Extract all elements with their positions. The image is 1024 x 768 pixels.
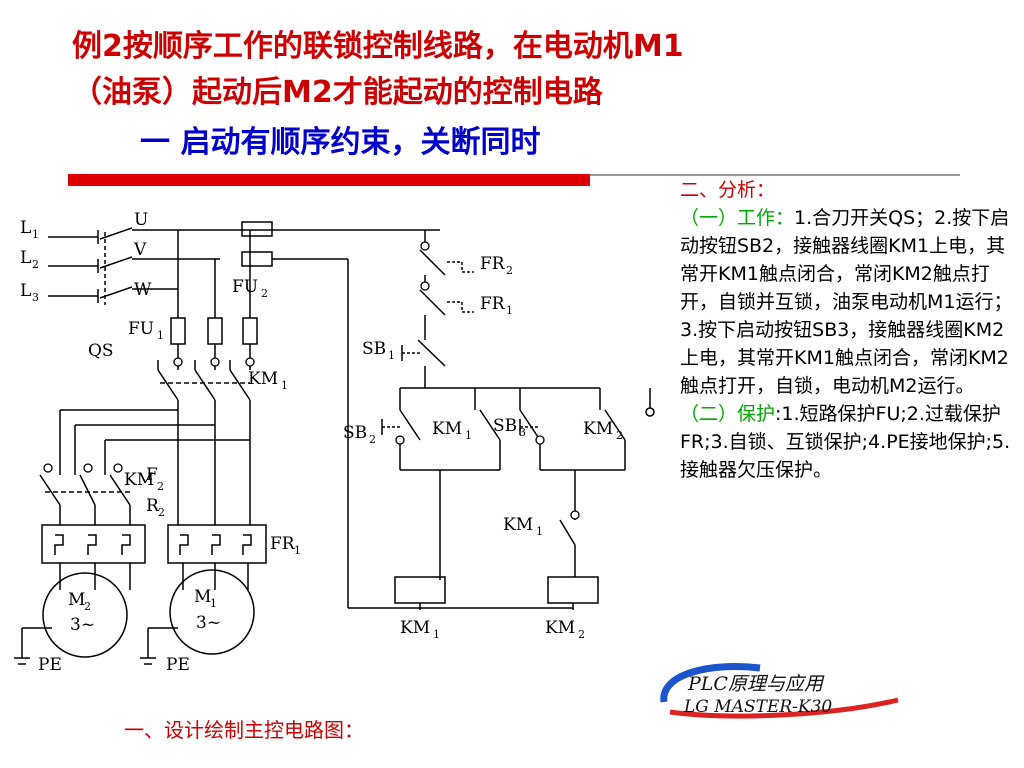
label-SB3: SB bbox=[493, 416, 517, 436]
label-KM1-coil: KM bbox=[400, 618, 430, 638]
label-M1-phase: 3~ bbox=[196, 613, 221, 633]
label-QS: QS bbox=[88, 341, 114, 361]
label-KM1-seq-sub: 1 bbox=[536, 525, 543, 538]
label-SB3-sub: 3 bbox=[519, 426, 526, 439]
label-FR1-ctrl: FR bbox=[480, 294, 506, 314]
label-KM1-hold-sub: 1 bbox=[465, 429, 472, 442]
label-U: U bbox=[134, 210, 148, 230]
label-SB2: SB bbox=[343, 423, 367, 443]
label-FR2-main-sub: 2 bbox=[158, 506, 165, 519]
label-M2: M bbox=[68, 590, 85, 610]
title-line-1: 例2按顺序工作的联锁控制线路，在电动机M1 bbox=[72, 29, 684, 64]
label-FU1-sub: 1 bbox=[157, 329, 164, 342]
diagram-wires bbox=[14, 221, 655, 665]
label-KM1-main: KM bbox=[248, 369, 278, 389]
work-text: 1.合刀开关QS；2.按下启动按钮SB2，接触器线圈KM1上电，其常开KM1触点… bbox=[680, 207, 1013, 397]
label-M1: M bbox=[194, 587, 211, 607]
label-KM1-hold: KM bbox=[432, 419, 462, 439]
label-SB2-sub: 2 bbox=[369, 433, 376, 446]
protect-text: :1.短路保护FU;2.过载保护FR;3.自锁、互锁保护;4.PE接地保护;5.… bbox=[680, 403, 1011, 481]
label-SB1: SB bbox=[362, 339, 386, 359]
label-FR2-main-r: R bbox=[146, 496, 160, 516]
protect-heading: （二）保护 bbox=[680, 403, 776, 425]
label-SB1-sub: 1 bbox=[388, 349, 395, 362]
label-KM1-coil-sub: 1 bbox=[433, 628, 440, 641]
label-L1: L bbox=[20, 218, 31, 238]
label-FR2-ctrl: FR bbox=[480, 254, 506, 274]
label-L3: L bbox=[20, 281, 31, 301]
label-M2-sub: 2 bbox=[84, 600, 91, 613]
diagram-terminals bbox=[43, 241, 580, 520]
label-FR1-ctrl-sub: 1 bbox=[506, 304, 513, 317]
label-V: V bbox=[133, 240, 147, 260]
analysis-work: （一）工作：1.合刀开关QS；2.按下启动按钮SB2，接触器线圈KM1上电，其常… bbox=[680, 204, 1020, 400]
label-FR2-main: F bbox=[146, 465, 158, 485]
label-FU2: FU bbox=[232, 277, 258, 297]
label-L1-sub: 1 bbox=[32, 228, 39, 241]
label-KM1-seq: KM bbox=[503, 515, 533, 535]
label-KM2-coil: KM bbox=[545, 618, 575, 638]
label-PE-left: PE bbox=[38, 655, 62, 675]
label-FR2-ctrl-sub: 2 bbox=[506, 264, 513, 277]
label-L3-sub: 3 bbox=[32, 291, 39, 304]
label-KM2-coil-sub: 2 bbox=[578, 628, 585, 641]
label-KM2-inter-sub: 2 bbox=[616, 429, 623, 442]
label-FR1-main: FR bbox=[270, 534, 296, 554]
label-M2-phase: 3~ bbox=[70, 615, 95, 635]
label-L2-sub: 2 bbox=[32, 258, 39, 271]
analysis-protect: （二）保护:1.短路保护FU;2.过载保护FR;3.自锁、互锁保护;4.PE接地… bbox=[680, 400, 1020, 484]
label-M1-sub: 1 bbox=[210, 597, 217, 610]
title-line-3: 一 启动有顺序约束，关断同时 bbox=[140, 125, 541, 160]
logo-swoosh-red bbox=[669, 697, 899, 719]
label-KM2-inter: KM bbox=[583, 419, 613, 439]
label-PE-right: PE bbox=[166, 655, 190, 675]
label-KM2-main-sub: 2 bbox=[157, 480, 164, 493]
logo-line-2: LG MASTER-K30 bbox=[683, 697, 832, 717]
analysis-heading: 二、分析： bbox=[680, 179, 776, 201]
circuit-diagram: L 1 L 2 L 3 U V W QS FU 1 FU 2 KM 1 KM 2… bbox=[14, 210, 655, 675]
plc-logo: PLC原理与应用 LG MASTER-K30 bbox=[650, 660, 910, 722]
label-FU1: FU bbox=[128, 319, 154, 339]
label-L2: L bbox=[20, 248, 31, 268]
caption: 一、设计绘制主控电路图： bbox=[124, 718, 364, 742]
label-FU2-sub: 2 bbox=[261, 287, 268, 300]
label-FR1-main-sub: 1 bbox=[294, 544, 301, 557]
label-KM1-main-sub: 1 bbox=[281, 379, 288, 392]
label-W: W bbox=[134, 280, 152, 300]
logo-line-1: PLC原理与应用 bbox=[687, 673, 825, 695]
title-line-2: （油泵）起动后M2才能起动的控制电路 bbox=[72, 75, 603, 110]
title-underline-rule bbox=[590, 174, 960, 176]
label-KM2-main: KM bbox=[124, 470, 154, 490]
work-heading: （一）工作： bbox=[680, 207, 795, 229]
analysis-panel: 二、分析： （一）工作：1.合刀开关QS；2.按下启动按钮SB2，接触器线圈KM… bbox=[680, 176, 1020, 484]
title-underline-bar bbox=[68, 174, 590, 186]
logo-swoosh-blue bbox=[660, 662, 761, 703]
